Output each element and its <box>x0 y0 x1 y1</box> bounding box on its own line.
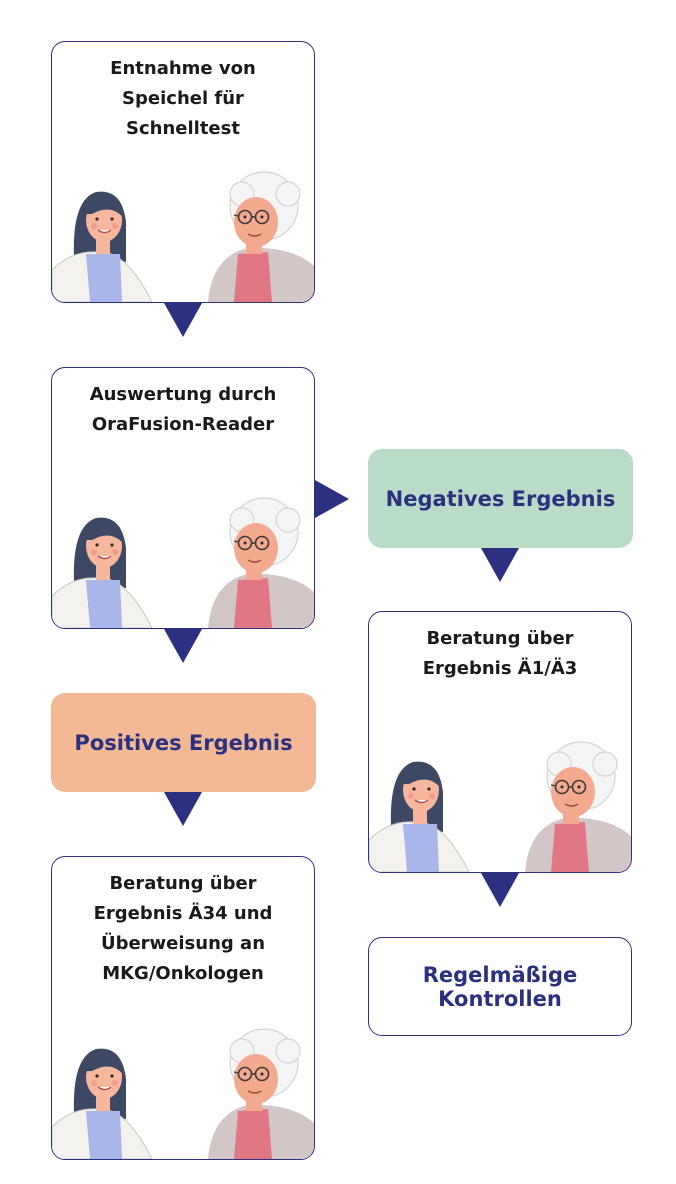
patient-figure <box>208 1028 314 1159</box>
positive-result-text: Positives Ergebnis <box>74 730 293 755</box>
arrow-down-positive <box>164 629 202 663</box>
doctor-figure <box>369 761 470 872</box>
arrow-right-negative <box>315 480 349 518</box>
consultation-illustration <box>369 740 631 872</box>
consultation-illustration <box>52 496 314 628</box>
glasses-icon <box>233 1066 270 1082</box>
glasses-icon <box>233 535 270 551</box>
doctor-figure <box>52 1048 153 1159</box>
negative-result-text: Negatives Ergebnis <box>385 486 616 511</box>
arrow-down-1 <box>164 303 202 337</box>
glasses-icon <box>233 209 270 225</box>
doctor-figure <box>52 517 153 628</box>
negative-result-box: Negatives Ergebnis <box>368 449 633 548</box>
controls-box: Regelmäßige Kontrollen <box>368 937 632 1036</box>
patient-figure <box>208 497 314 628</box>
consultation-illustration <box>52 170 314 302</box>
step-saliva-card: Entnahme von Speichel für Schnelltest <box>51 41 315 303</box>
glasses-icon <box>550 779 587 795</box>
controls-text: Regelmäßige Kontrollen <box>422 962 578 1011</box>
step-advice-negative-card: Beratung über Ergebnis Ä1/Ä3 <box>368 611 632 873</box>
consultation-illustration <box>52 1027 314 1159</box>
patient-figure <box>208 171 314 302</box>
step-advice-negative-text: Beratung über Ergebnis Ä1/Ä3 <box>422 628 578 679</box>
arrow-down-advice-positive <box>164 792 202 826</box>
patient-figure <box>525 741 631 872</box>
doctor-figure <box>52 191 153 302</box>
positive-result-box: Positives Ergebnis <box>51 693 316 792</box>
step-advice-positive-text: Beratung über Ergebnis Ä34 und Überweisu… <box>93 873 273 984</box>
step-reader-card: Auswertung durch OraFusion-Reader <box>51 367 315 629</box>
step-saliva-text: Entnahme von Speichel für Schnelltest <box>110 58 256 139</box>
step-advice-positive-card: Beratung über Ergebnis Ä34 und Überweisu… <box>51 856 315 1160</box>
arrow-down-controls <box>481 873 519 907</box>
arrow-down-negative <box>481 548 519 582</box>
step-reader-text: Auswertung durch OraFusion-Reader <box>89 384 277 435</box>
